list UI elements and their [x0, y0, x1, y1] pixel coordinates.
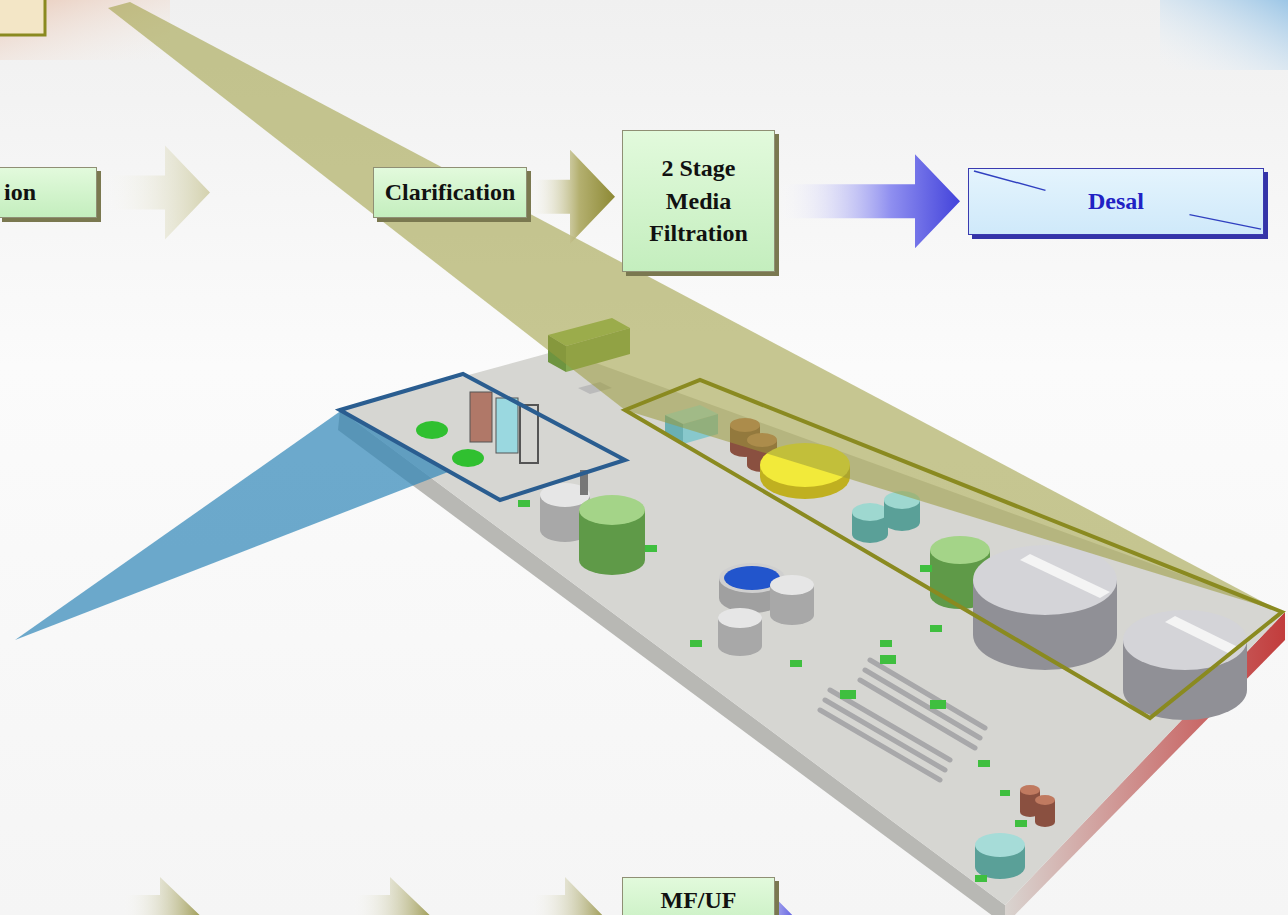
tank: [1035, 795, 1055, 805]
tank: [1020, 554, 1110, 598]
pump: [975, 875, 987, 882]
pipe-rack: [820, 660, 985, 780]
pump: [930, 700, 946, 709]
pump: [645, 545, 657, 552]
pump: [790, 660, 802, 667]
flow-chevron: [528, 877, 612, 915]
box-label: Desal: [1088, 185, 1144, 217]
box-label: MF/UF: [661, 884, 737, 915]
pump: [1000, 790, 1010, 796]
cut-box: [0, 0, 45, 35]
equipment-frame: [496, 398, 518, 453]
tank: [973, 545, 1117, 615]
pipe-rack: [825, 700, 945, 770]
pump: [920, 565, 932, 572]
flow-arrow: [97, 146, 373, 240]
pump: [690, 640, 702, 647]
flow-arrow: [775, 154, 968, 248]
tank: [852, 503, 888, 521]
tank: [975, 833, 1025, 857]
equipment-frame: [470, 392, 492, 442]
pipe-rack: [860, 680, 975, 748]
pipe-rack: [820, 710, 940, 780]
zoom-line: [974, 171, 1046, 190]
flow-arrow: [527, 150, 622, 244]
tank: [1165, 616, 1240, 654]
tank: [718, 608, 762, 628]
process-box: 2 Stage Media Filtration: [622, 130, 775, 272]
tank: [930, 536, 990, 564]
tank: [1020, 785, 1040, 795]
tank: [770, 575, 814, 595]
pump: [840, 690, 856, 699]
tank: [1123, 610, 1247, 670]
box-label: Clarification: [385, 176, 516, 208]
pump: [978, 760, 990, 767]
tank: [579, 495, 645, 525]
pump: [518, 500, 1027, 882]
process-box: ion: [0, 167, 97, 218]
pump: [880, 655, 896, 664]
flow-chevron: [120, 877, 210, 915]
box-label: ion: [4, 176, 36, 208]
pump: [880, 640, 892, 647]
equipment-frame: [416, 421, 448, 439]
zoom-line: [1190, 215, 1262, 230]
pipe-rack: [865, 670, 980, 738]
flow-chevron: [350, 877, 440, 915]
pump: [1015, 820, 1027, 827]
process-box: Desal: [968, 168, 1264, 235]
background-photo: [1160, 0, 1288, 70]
zoom-beam: [15, 410, 448, 640]
flow-chevron: [120, 877, 802, 915]
process-box: MF/UF: [622, 877, 775, 915]
pump: [518, 500, 530, 507]
box-label: 2 Stage Media Filtration: [631, 152, 766, 249]
region-outline: [340, 374, 625, 500]
region-outline: [625, 380, 1282, 718]
process-box: Clarification: [373, 167, 527, 218]
equipment-frame: [452, 449, 484, 467]
pump: [930, 625, 942, 632]
